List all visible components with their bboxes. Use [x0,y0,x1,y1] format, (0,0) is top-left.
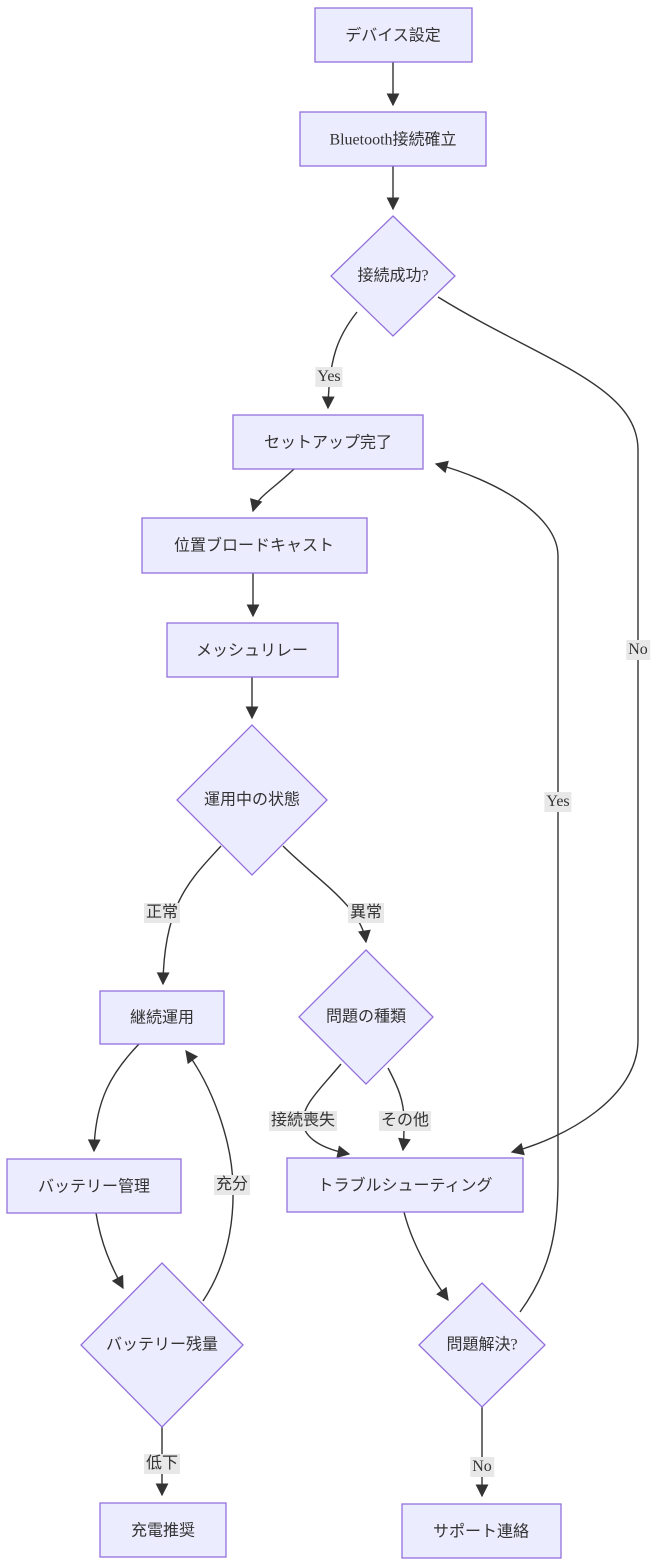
node-problem-type-shape [298,949,434,1085]
edge-label-other: その他 [378,1111,432,1131]
node-mesh-relay-shape [166,622,339,678]
node-operating-status-shape [176,724,328,876]
node-problem-solved-label: 問題解決? [446,1336,518,1354]
node-support-contact-shape [401,1503,562,1559]
edge-operating-status-normal [156,845,222,986]
edge-problem-type-other [387,1067,411,1152]
edge-troubleshooting-to-problem-solved [403,1211,449,1302]
node-problem-type-label: 問題の種類 [325,1008,407,1026]
node-battery-management-shape [6,1158,182,1214]
edge-label-abnormal: 異常 [347,903,385,923]
node-setup-complete-label: セットアップ完了 [263,434,393,452]
node-bluetooth-connect-shape [299,111,487,167]
node-mesh-relay-label: メッシュリレー [195,642,309,660]
node-setup-complete-shape [232,414,424,470]
edge-label-yes-connect-success: Yes [315,367,343,387]
node-support-contact-label: サポート連絡 [432,1523,530,1541]
node-location-broadcast-label: 位置ブロードキャスト [173,537,335,555]
node-troubleshooting-shape [286,1157,524,1213]
edge-continuous-op-to-battery-mgmt [87,1043,140,1153]
nodes-layer [6,7,562,1559]
node-connect-success-shape [330,215,456,337]
node-device-setup-shape [314,7,473,63]
edge-setup-complete-to-broadcast [250,468,295,513]
node-battery-level-shape [80,1262,244,1428]
edge-label-connection-lost: 接続喪失 [268,1111,338,1131]
node-continuous-operation-label: 継続運用 [129,1009,195,1027]
node-charge-recommended-shape [99,1502,227,1558]
edge-label-sufficient: 充分 [213,1175,251,1195]
node-bluetooth-connect-label: Bluetooth接続確立 [329,131,457,149]
edge-problem-type-connection-lost [302,1063,351,1159]
edge-connect-success-yes [321,311,358,410]
node-connect-success-label: 接続成功? [357,267,429,285]
edge-label-normal: 正常 [143,903,181,923]
node-battery-management-label: バッテリー管理 [37,1178,151,1196]
edge-label-yes-problem-solved: Yes [544,792,572,812]
edge-label-low: 低下 [143,1454,181,1474]
node-continuous-operation-shape [99,990,225,1045]
edge-connect-success-no [437,296,639,1156]
node-operating-status-label: 運用中の状態 [203,791,301,809]
node-battery-level-label: バッテリー残量 [105,1336,219,1354]
edge-battery-mgmt-to-battery-level [95,1212,124,1290]
edge-label-no-connect-success: No [626,640,650,660]
node-device-setup-label: デバイス設定 [345,27,441,45]
edge-operating-status-abnormal [282,845,371,944]
node-location-broadcast-shape [141,517,368,574]
node-problem-solved-shape [418,1282,546,1408]
edge-label-no-problem-solved: No [470,1457,494,1477]
node-charge-recommended-label: 充電推奨 [130,1522,196,1540]
node-troubleshooting-label: トラブルシューティング [317,1177,493,1195]
edge-problem-solved-yes [434,460,559,1313]
